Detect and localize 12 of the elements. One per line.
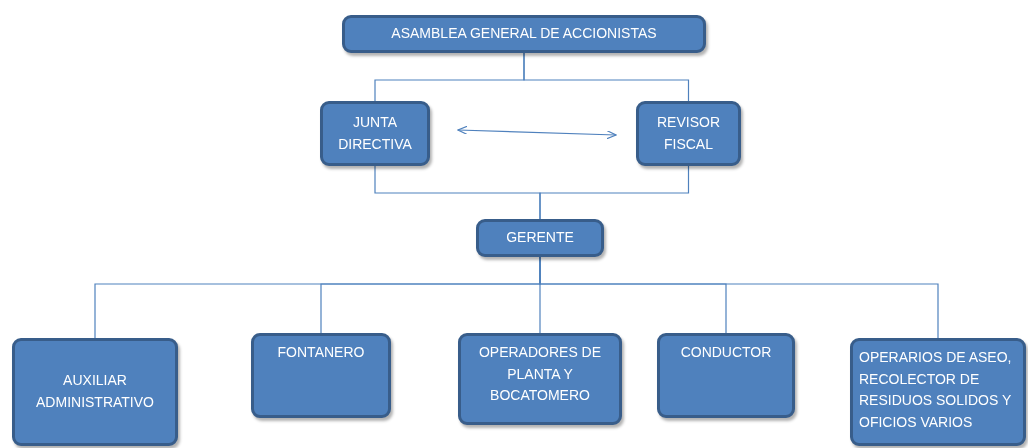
arrow [457, 125, 617, 140]
org-box: FONTANERO [251, 333, 391, 418]
org-box: AUXILIAR ADMINISTRATIVO [12, 338, 178, 446]
org-box: CONDUCTOR [657, 333, 795, 418]
org-box: REVISOR FISCAL [636, 101, 741, 166]
org-box: GERENTE [476, 219, 604, 257]
connector-line [539, 165, 690, 220]
org-box: OPERARIOS DE ASEO, RECOLECTOR DE RESIDUOS SOLIDOS Y OFICIOS VARIOS [850, 338, 1026, 446]
org-box: ASAMBLEA GENERAL DE ACCIONISTAS [342, 15, 706, 53]
org-box: JUNTA DIRECTIVA [320, 101, 430, 166]
org-box: OPERADORES DE PLANTA Y BOCATOMERO [458, 333, 622, 425]
connector-line [523, 52, 690, 102]
